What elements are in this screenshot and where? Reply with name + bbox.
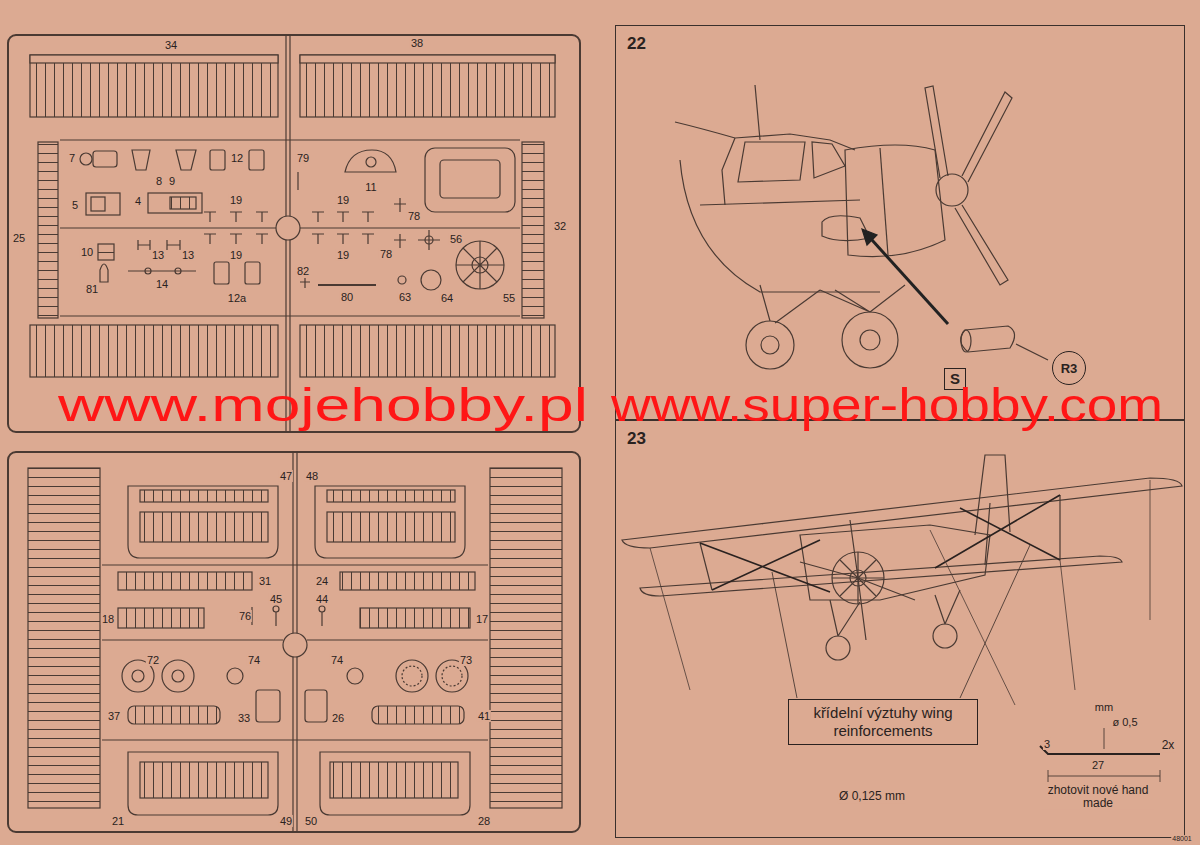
watermark: www.mojehobby.pl [58, 382, 588, 428]
callout-number: 37 [107, 710, 121, 722]
callout-number: 56 [449, 233, 463, 245]
callout-number: 76 [238, 610, 252, 622]
part-ref-circle: R3 [1052, 351, 1086, 385]
quantity-note: 2x [1161, 739, 1176, 752]
callout-number: 14 [155, 278, 169, 290]
callout-number: 9 [168, 175, 176, 187]
callout-number: 64 [440, 292, 454, 304]
unit-label: mm [1094, 701, 1114, 713]
node-text: S [950, 371, 961, 388]
callout-number: 49 [279, 815, 293, 827]
step-panel: 22S R3 [615, 25, 1185, 420]
callout-number: 74 [330, 654, 344, 666]
callout-number: 82 [296, 265, 310, 277]
callout-number: 26 [331, 712, 345, 724]
watermark: www.super-hobby.com [611, 382, 1163, 428]
callout-number: 8 [155, 175, 163, 187]
callout-number: 33 [237, 712, 251, 724]
callout-number: 10 [80, 246, 94, 258]
callout-number: 73 [459, 654, 473, 666]
callout-number: 41 [477, 710, 491, 722]
callout-number: 21 [111, 815, 125, 827]
sprue-top [8, 35, 580, 432]
node-text: křídelní výztuhy wing reinforcements [797, 704, 969, 740]
callout-number: 28 [477, 815, 491, 827]
callout-number: 4 [134, 195, 142, 207]
callout-number: 81 [85, 283, 99, 295]
note-box: křídelní výztuhy wing reinforcements [788, 699, 978, 745]
callout-number: 34 [164, 39, 178, 51]
callout-number: 50 [304, 815, 318, 827]
callout-number: 74 [247, 654, 261, 666]
node-text: R3 [1061, 361, 1078, 376]
callout-number: 80 [340, 291, 354, 303]
step-panel: 23 křídelní výztuhy wing reinforcements [615, 420, 1185, 838]
callout-number: 78 [407, 210, 421, 222]
callout-number: 19 [336, 194, 350, 206]
hand-made-note: zhotovit nové hand made [1042, 784, 1154, 810]
callout-number: 5 [71, 199, 79, 211]
callout-number: 13 [151, 249, 165, 261]
callout-number: 18 [101, 613, 115, 625]
callout-number: 55 [502, 292, 516, 304]
callout-number: 12a [227, 292, 247, 304]
callout-number: 44 [315, 593, 329, 605]
callout-number: 38 [410, 37, 424, 49]
callout-number: 24 [315, 575, 329, 587]
callout-number: 31 [258, 575, 272, 587]
dimension-value: 27 [1091, 759, 1105, 771]
sprue-bottom [8, 452, 580, 832]
callout-number: 48 [305, 470, 319, 482]
dimension-note: ø 0,5 [1111, 716, 1138, 728]
callout-number: 19 [229, 249, 243, 261]
callout-number: 13 [181, 249, 195, 261]
callout-number: 17 [475, 613, 489, 625]
callout-number: 79 [296, 152, 310, 164]
callout-number: 32 [553, 220, 567, 232]
callout-number: 7 [68, 152, 76, 164]
dimension-note: Ø 0,125 mm [838, 790, 906, 803]
node-text: 22 [627, 34, 646, 54]
callout-number: 78 [379, 248, 393, 260]
node-text: 23 [627, 429, 646, 449]
callout-number: 19 [229, 194, 243, 206]
sheet-code: 48001 [1171, 835, 1192, 843]
callout-number: 45 [269, 593, 283, 605]
callout-number: 63 [398, 291, 412, 303]
part-letter-box: S [944, 368, 967, 391]
callout-number: 72 [146, 654, 160, 666]
nose-illustration [675, 85, 1048, 369]
callout-number: 19 [336, 249, 350, 261]
callout-number: 11 [364, 181, 377, 193]
callout-number: 12 [230, 152, 244, 164]
dimension-value: 3 [1043, 738, 1051, 750]
biplane-illustration [622, 455, 1182, 782]
callout-number: 25 [12, 232, 26, 244]
callout-number: 47 [279, 470, 293, 482]
